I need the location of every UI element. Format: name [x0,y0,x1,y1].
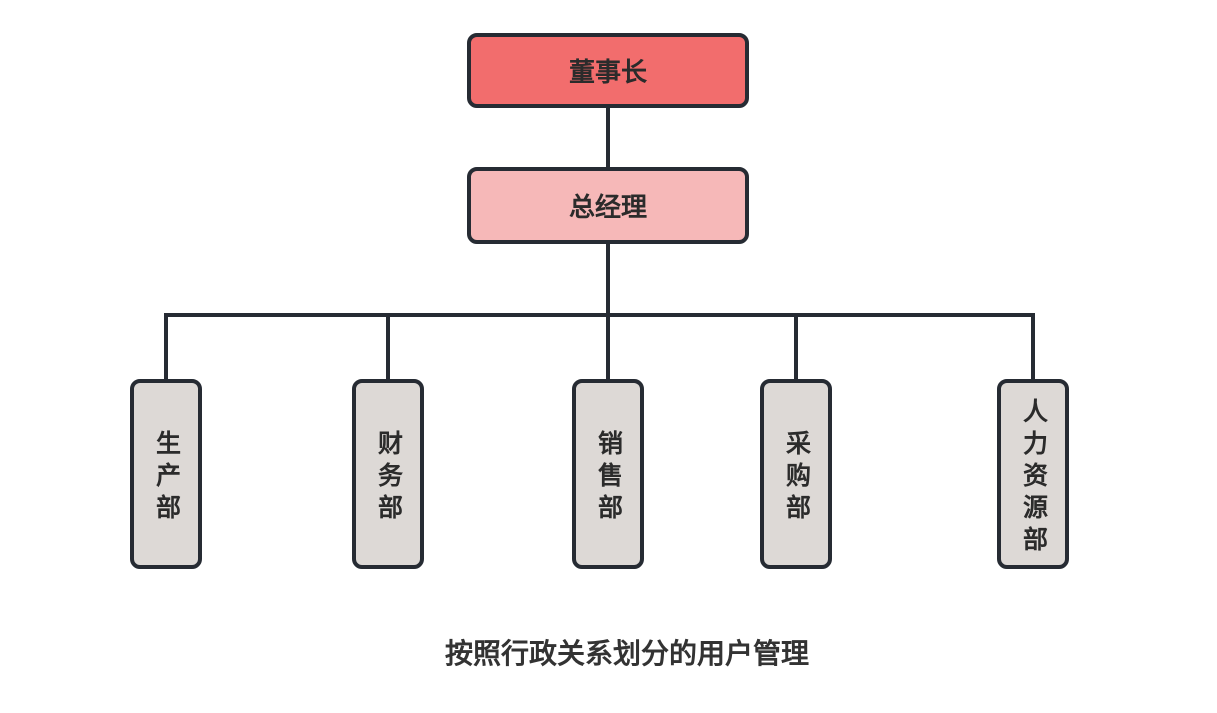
node-production-dept-label: 生产部 [152,429,181,526]
node-chairman-label: 董事长 [568,57,647,87]
node-chairman: 董事长 [467,33,749,108]
node-production-dept: 生产部 [130,379,202,569]
node-hr-dept-label: 人力资源部 [1019,397,1048,558]
node-hr-dept: 人力资源部 [997,379,1069,569]
node-purchasing-dept-label: 采购部 [782,429,811,526]
node-sales-dept: 销售部 [572,379,644,569]
node-general-manager: 总经理 [467,167,749,244]
node-finance-dept-label: 财务部 [374,429,403,526]
node-purchasing-dept: 采购部 [760,379,832,569]
node-sales-dept-label: 销售部 [594,429,623,526]
node-general-manager-label: 总经理 [568,192,647,222]
diagram-caption: 按照行政关系划分的用户管理 [444,638,810,669]
node-finance-dept: 财务部 [352,379,424,569]
